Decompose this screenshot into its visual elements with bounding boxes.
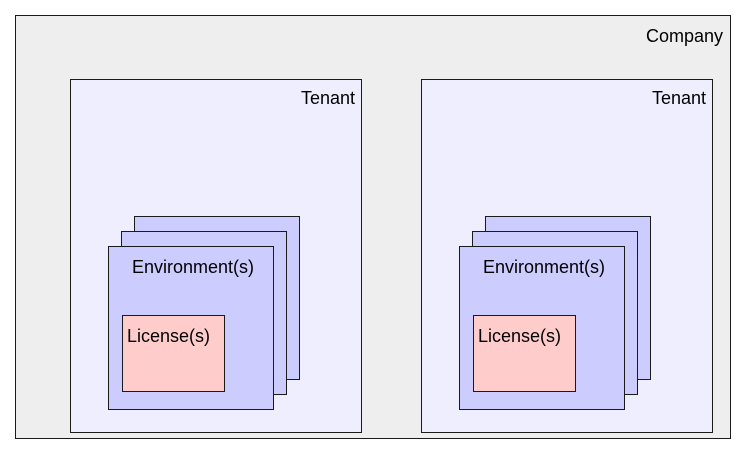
environment-box: Environment(s) License(s) <box>459 246 625 410</box>
license-box: License(s) <box>122 315 225 392</box>
company-label: Company <box>645 26 723 46</box>
environment-label: Environment(s) <box>483 257 606 277</box>
company-box: Company Tenant Environment(s) License(s)… <box>15 15 731 439</box>
license-label: License(s) <box>127 326 211 346</box>
environment-label: Environment(s) <box>132 257 255 277</box>
license-box: License(s) <box>473 315 576 392</box>
tenant-box: Tenant Environment(s) License(s) <box>70 79 362 433</box>
license-label: License(s) <box>478 326 562 346</box>
tenant-label: Tenant <box>300 88 355 108</box>
environment-box: Environment(s) License(s) <box>108 246 274 410</box>
tenant-box: Tenant Environment(s) License(s) <box>421 79 713 433</box>
tenant-label: Tenant <box>651 88 706 108</box>
